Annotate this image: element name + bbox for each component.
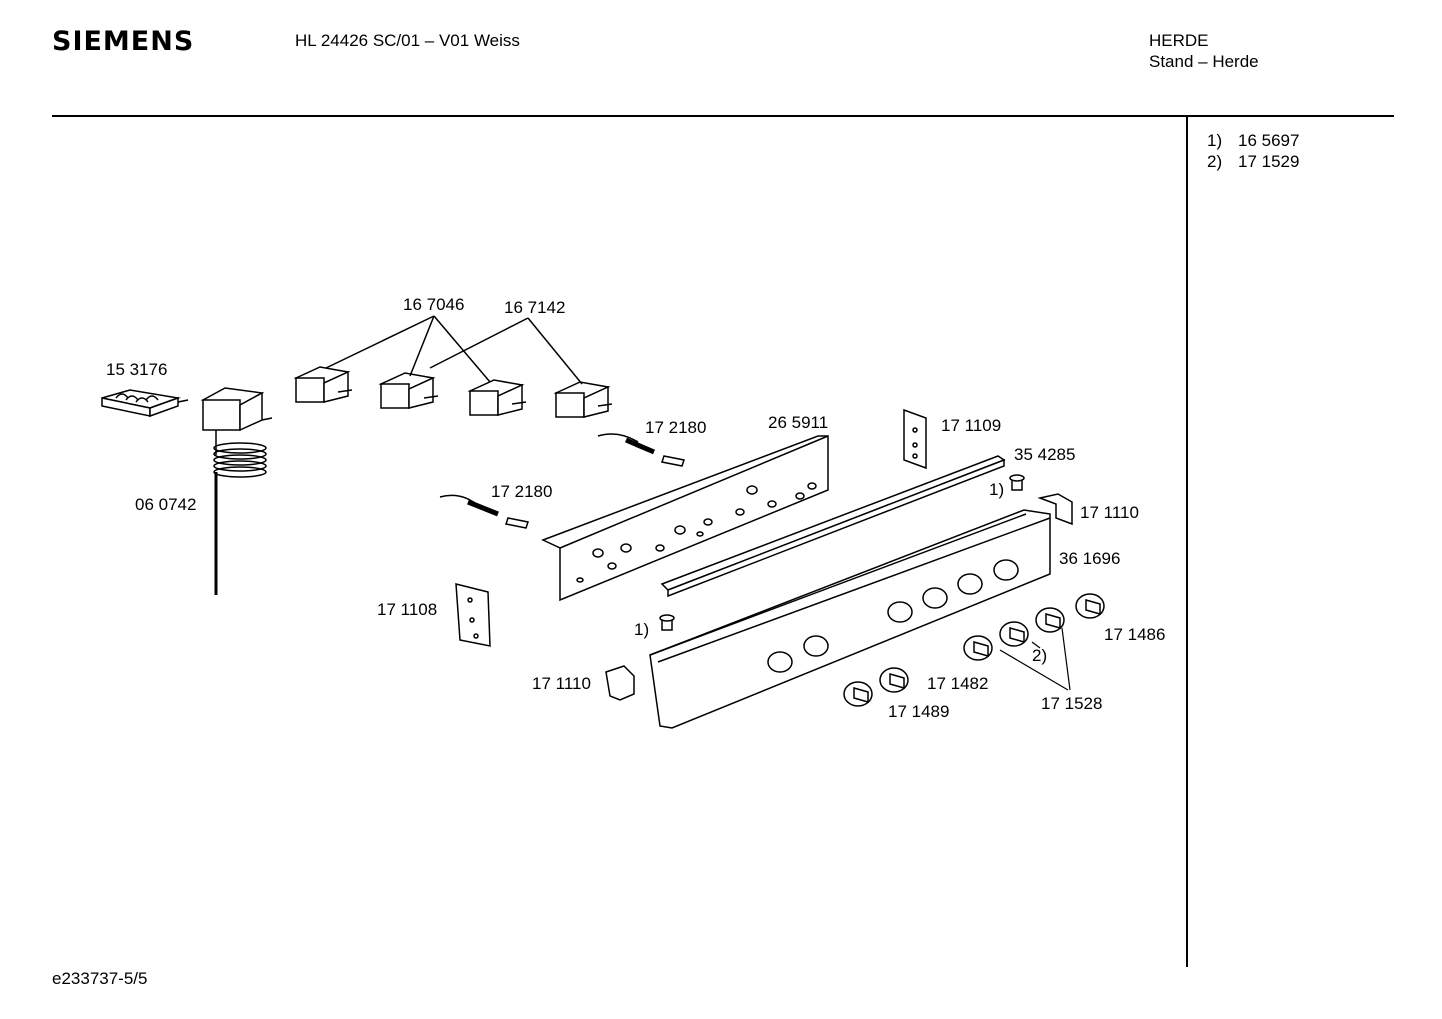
label-17-1110-lower: 17 1110 <box>532 674 591 693</box>
label-15-3176: 15 3176 <box>106 360 167 379</box>
label-17-2180-lower: 17 2180 <box>491 482 552 501</box>
model-title: HL 24426 SC/01 – V01 Weiss <box>295 31 520 50</box>
label-35-4285: 35 4285 <box>1014 445 1075 464</box>
label-17-1110-upper: 17 1110 <box>1080 503 1139 522</box>
label-17-1486: 17 1486 <box>1104 625 1165 644</box>
label-17-1489: 17 1489 <box>888 702 949 721</box>
label-ref-1-upper: 1) <box>989 480 1004 499</box>
label-17-1528: 17 1528 <box>1041 694 1102 713</box>
label-17-2180-upper: 17 2180 <box>645 418 706 437</box>
energy-regulator-3 <box>467 379 527 416</box>
header-rule <box>52 115 1394 117</box>
subcategory-title: Stand – Herde <box>1149 52 1259 71</box>
note-1-key: 1) <box>1207 131 1223 150</box>
label-17-1109: 17 1109 <box>941 416 1001 435</box>
mounting-strip <box>660 455 1006 598</box>
bracket-left <box>455 583 491 647</box>
exploded-parts-diagram: 15 3176 06 0742 16 7046 16 7142 17 2180 … <box>101 295 1165 729</box>
label-ref-1-lower: 1) <box>634 620 649 639</box>
clip-upper <box>1037 493 1073 526</box>
thermostat-part <box>200 387 273 595</box>
clip-lower <box>605 665 635 701</box>
brand-logo: SIEMENS <box>52 26 195 57</box>
doc-id: e233737-5/5 <box>52 969 148 988</box>
energy-regulator-1 <box>293 366 353 403</box>
label-17-1482: 17 1482 <box>927 674 988 693</box>
label-16-7046: 16 7046 <box>403 295 464 314</box>
knob-group <box>843 593 1105 707</box>
spacer-lower <box>659 614 675 631</box>
energy-regulator-2 <box>378 372 439 409</box>
indicator-lamp-1 <box>597 433 685 467</box>
label-ref-2: 2) <box>1032 646 1047 665</box>
label-06-0742: 06 0742 <box>135 495 196 514</box>
indicator-lamp-2 <box>439 494 529 529</box>
label-36-1696: 36 1696 <box>1059 549 1120 568</box>
category-title: HERDE <box>1149 31 1209 50</box>
rotary-switch-part <box>101 389 189 418</box>
label-16-7142: 16 7142 <box>504 298 565 317</box>
control-panel-frame <box>541 435 829 602</box>
spacer-upper <box>1009 474 1025 491</box>
label-17-1108: 17 1108 <box>377 600 437 619</box>
energy-regulator-4 <box>553 381 613 418</box>
bracket-right-upper <box>903 408 927 470</box>
note-1-value: 16 5697 <box>1238 131 1300 150</box>
side-column-rule <box>1186 117 1188 967</box>
label-26-5911: 26 5911 <box>768 413 828 432</box>
note-2-value: 17 1529 <box>1238 152 1300 171</box>
front-fascia <box>649 509 1051 729</box>
note-2-key: 2) <box>1207 152 1223 171</box>
